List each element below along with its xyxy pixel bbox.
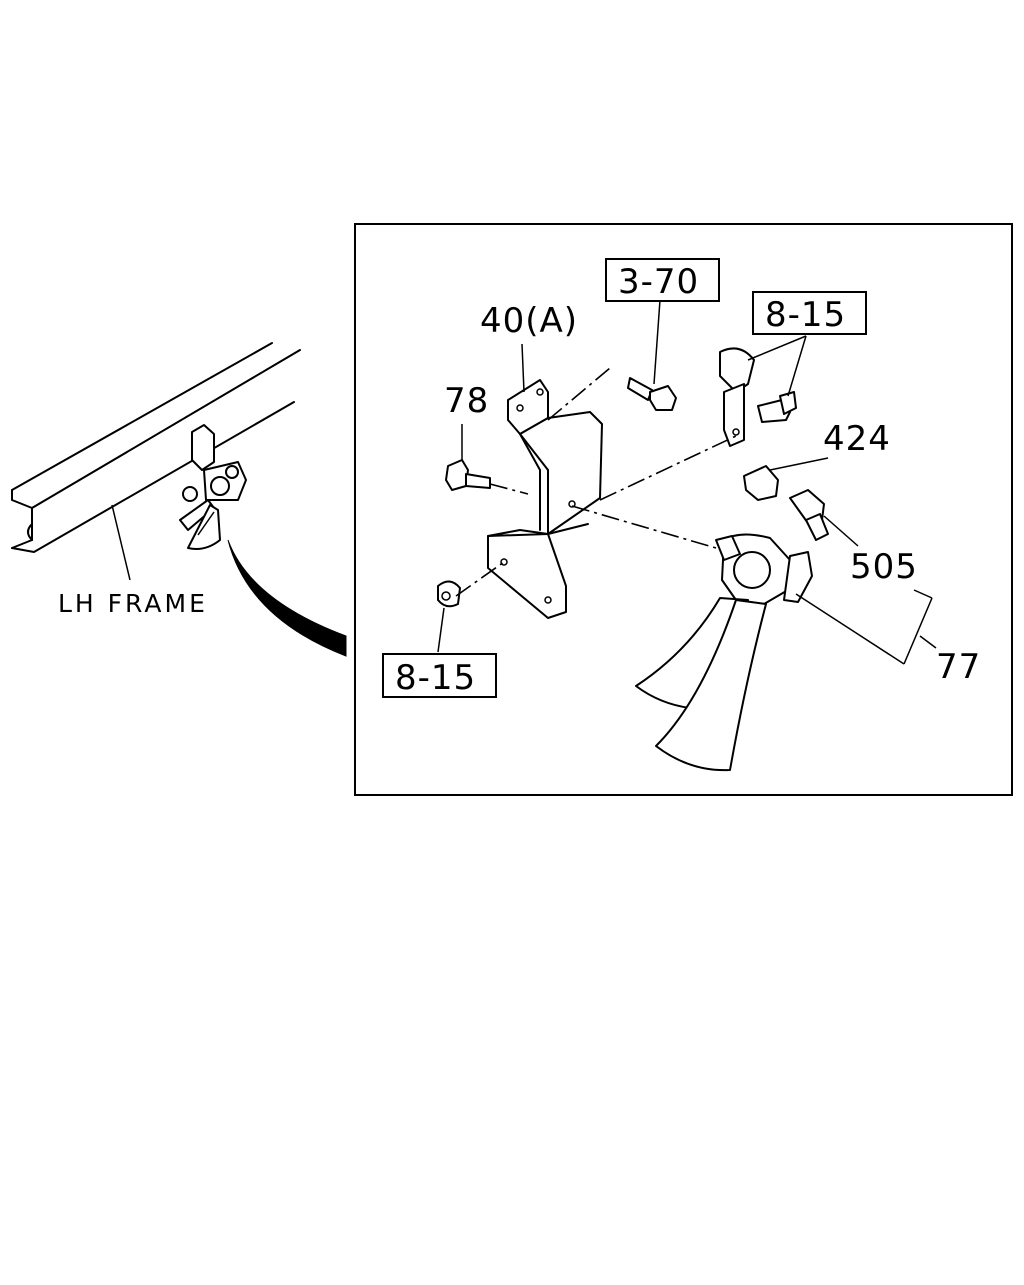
ref-3-70-box xyxy=(605,258,720,302)
centerline-upper xyxy=(547,367,611,421)
ref-8-15-top-label: 8-15 xyxy=(765,295,846,335)
centerline-horn xyxy=(571,505,717,549)
part-505-label: 505 xyxy=(850,547,918,587)
nut-8-15-leader xyxy=(437,607,445,653)
clip-8-15-leader-b xyxy=(787,335,807,397)
connector-505 xyxy=(789,489,829,541)
horn-77-leader-a xyxy=(795,593,905,665)
lh-frame-label: LH FRAME xyxy=(58,589,208,618)
clip-8-15 xyxy=(719,347,797,447)
ref-3-70-label: 3-70 xyxy=(618,262,699,302)
leader-40a xyxy=(521,343,525,393)
horn-bracket xyxy=(487,379,603,619)
part-424-label: 424 xyxy=(823,419,891,459)
spacer-424 xyxy=(743,465,779,501)
ref-8-15-bottom-label: 8-15 xyxy=(395,658,476,698)
horn-77-leader-c xyxy=(913,589,933,599)
bolt-3-70-leader xyxy=(653,299,661,385)
bolt-3-70 xyxy=(627,377,677,411)
horn-77 xyxy=(635,533,813,772)
nut-8-15 xyxy=(437,580,461,608)
centerline-bolt xyxy=(489,483,529,495)
spacer-424-leader xyxy=(769,457,829,471)
ref-8-15-top-box xyxy=(752,291,867,335)
zoom-arrow xyxy=(227,539,347,657)
clip-8-15-leader-a xyxy=(747,335,807,361)
lh-frame-leader xyxy=(111,504,131,581)
detail-view-border xyxy=(354,223,1013,796)
centerline-right xyxy=(599,435,737,501)
ref-8-15-bottom-box xyxy=(382,653,497,698)
bolt-78 xyxy=(445,459,491,491)
centerline-nut xyxy=(455,561,505,597)
horn-77-leader-b xyxy=(903,597,933,665)
horn-assembly-thumbnail xyxy=(179,424,247,550)
part-78-label: 78 xyxy=(444,381,489,421)
part-77-label: 77 xyxy=(936,647,981,687)
lh-frame-rail xyxy=(11,342,301,553)
connector-505-leader xyxy=(823,515,859,547)
horn-77-leader-d xyxy=(919,635,937,649)
part-40a-label: 40(A) xyxy=(480,301,578,341)
